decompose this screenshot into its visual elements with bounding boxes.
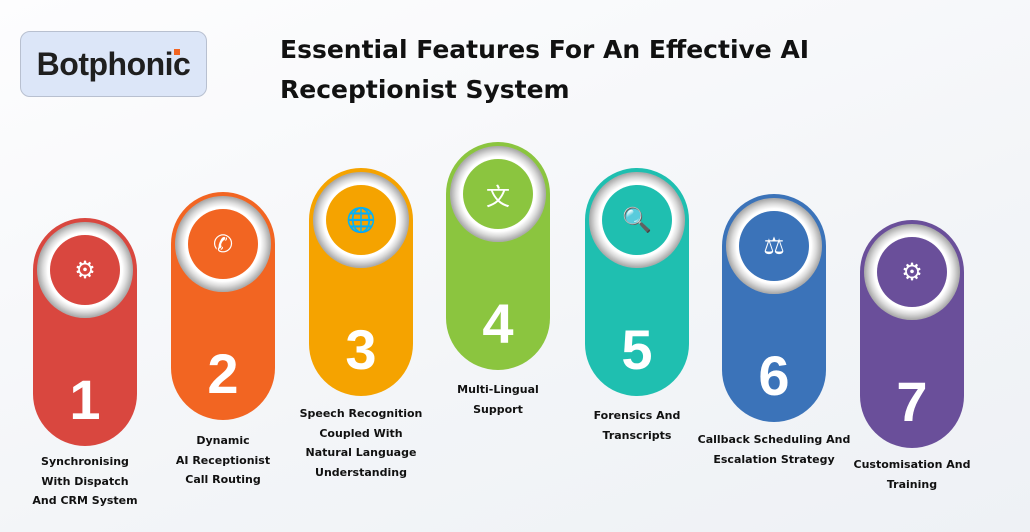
label-line: AI Receptionist — [175, 453, 271, 467]
logo-text-end: c — [173, 45, 191, 82]
icon-ring: ⚙ — [864, 224, 960, 320]
label-line: Forensics And — [593, 409, 681, 422]
label-line: Customisation And — [853, 458, 971, 471]
icon-ring: 🔍 — [589, 172, 685, 268]
label-line: Dynamic — [196, 434, 250, 447]
fingerprint-search-icon: 🔍 — [602, 185, 672, 255]
label-line: And CRM System — [32, 494, 138, 507]
label-line: Speech Recognition — [299, 407, 423, 420]
feature-number: 1 — [69, 368, 101, 431]
feature-number: 3 — [345, 318, 377, 381]
feature-pill-1: ⚙1 — [33, 218, 137, 446]
speech-globe-icon: 🌐 — [326, 185, 396, 255]
icon-ring: ⚖ — [726, 198, 822, 294]
feature-number: 6 — [758, 344, 790, 407]
page-title: Essential Features For An Effective AI Re… — [280, 30, 809, 110]
icon-ring: ⚙ — [37, 222, 133, 318]
label-line: Training — [886, 477, 938, 491]
icon-ring: ✆ — [175, 196, 271, 292]
icon-ring: 🌐 — [313, 172, 409, 268]
feature-number: 4 — [482, 292, 514, 355]
title-line-1: Essential Features For An Effective AI — [280, 35, 810, 64]
scales-hand-icon: ⚖ — [739, 211, 809, 281]
label-line: Natural Language — [305, 446, 417, 459]
title-line-2: Receptionist System — [280, 75, 570, 104]
label-line: Support — [473, 402, 523, 416]
feature-pill-6: ⚖6 — [722, 194, 826, 422]
label-line: Call Routing — [185, 473, 261, 486]
team-sync-icon: ⚙ — [50, 235, 120, 305]
label-line: Escalation Strategy — [713, 452, 835, 466]
feature-number: 2 — [207, 342, 239, 405]
label-line: Coupled With — [319, 426, 403, 440]
label-line: Understanding — [315, 465, 407, 479]
feature-pill-7: ⚙7 — [860, 220, 964, 448]
feature-number: 7 — [896, 370, 928, 433]
label-line: With Dispatch — [41, 474, 129, 488]
label-line: Transcripts — [602, 428, 672, 442]
label-line: Multi-Lingual — [457, 383, 539, 396]
label-line: Callback Scheduling And — [697, 433, 851, 446]
feature-pill-3: 🌐3 — [309, 168, 413, 396]
feature-pill-2: ✆2 — [171, 192, 275, 420]
logo-text: Botphoni — [36, 45, 174, 82]
feature-pill-5: 🔍5 — [585, 168, 689, 396]
phone-call-icon: ✆ — [188, 209, 258, 279]
gears-icon: ⚙ — [877, 237, 947, 307]
icon-ring: 文 — [450, 146, 546, 242]
feature-number: 5 — [621, 318, 653, 381]
translate-icon: 文 — [463, 159, 533, 229]
label-line: Synchronising — [41, 455, 129, 468]
